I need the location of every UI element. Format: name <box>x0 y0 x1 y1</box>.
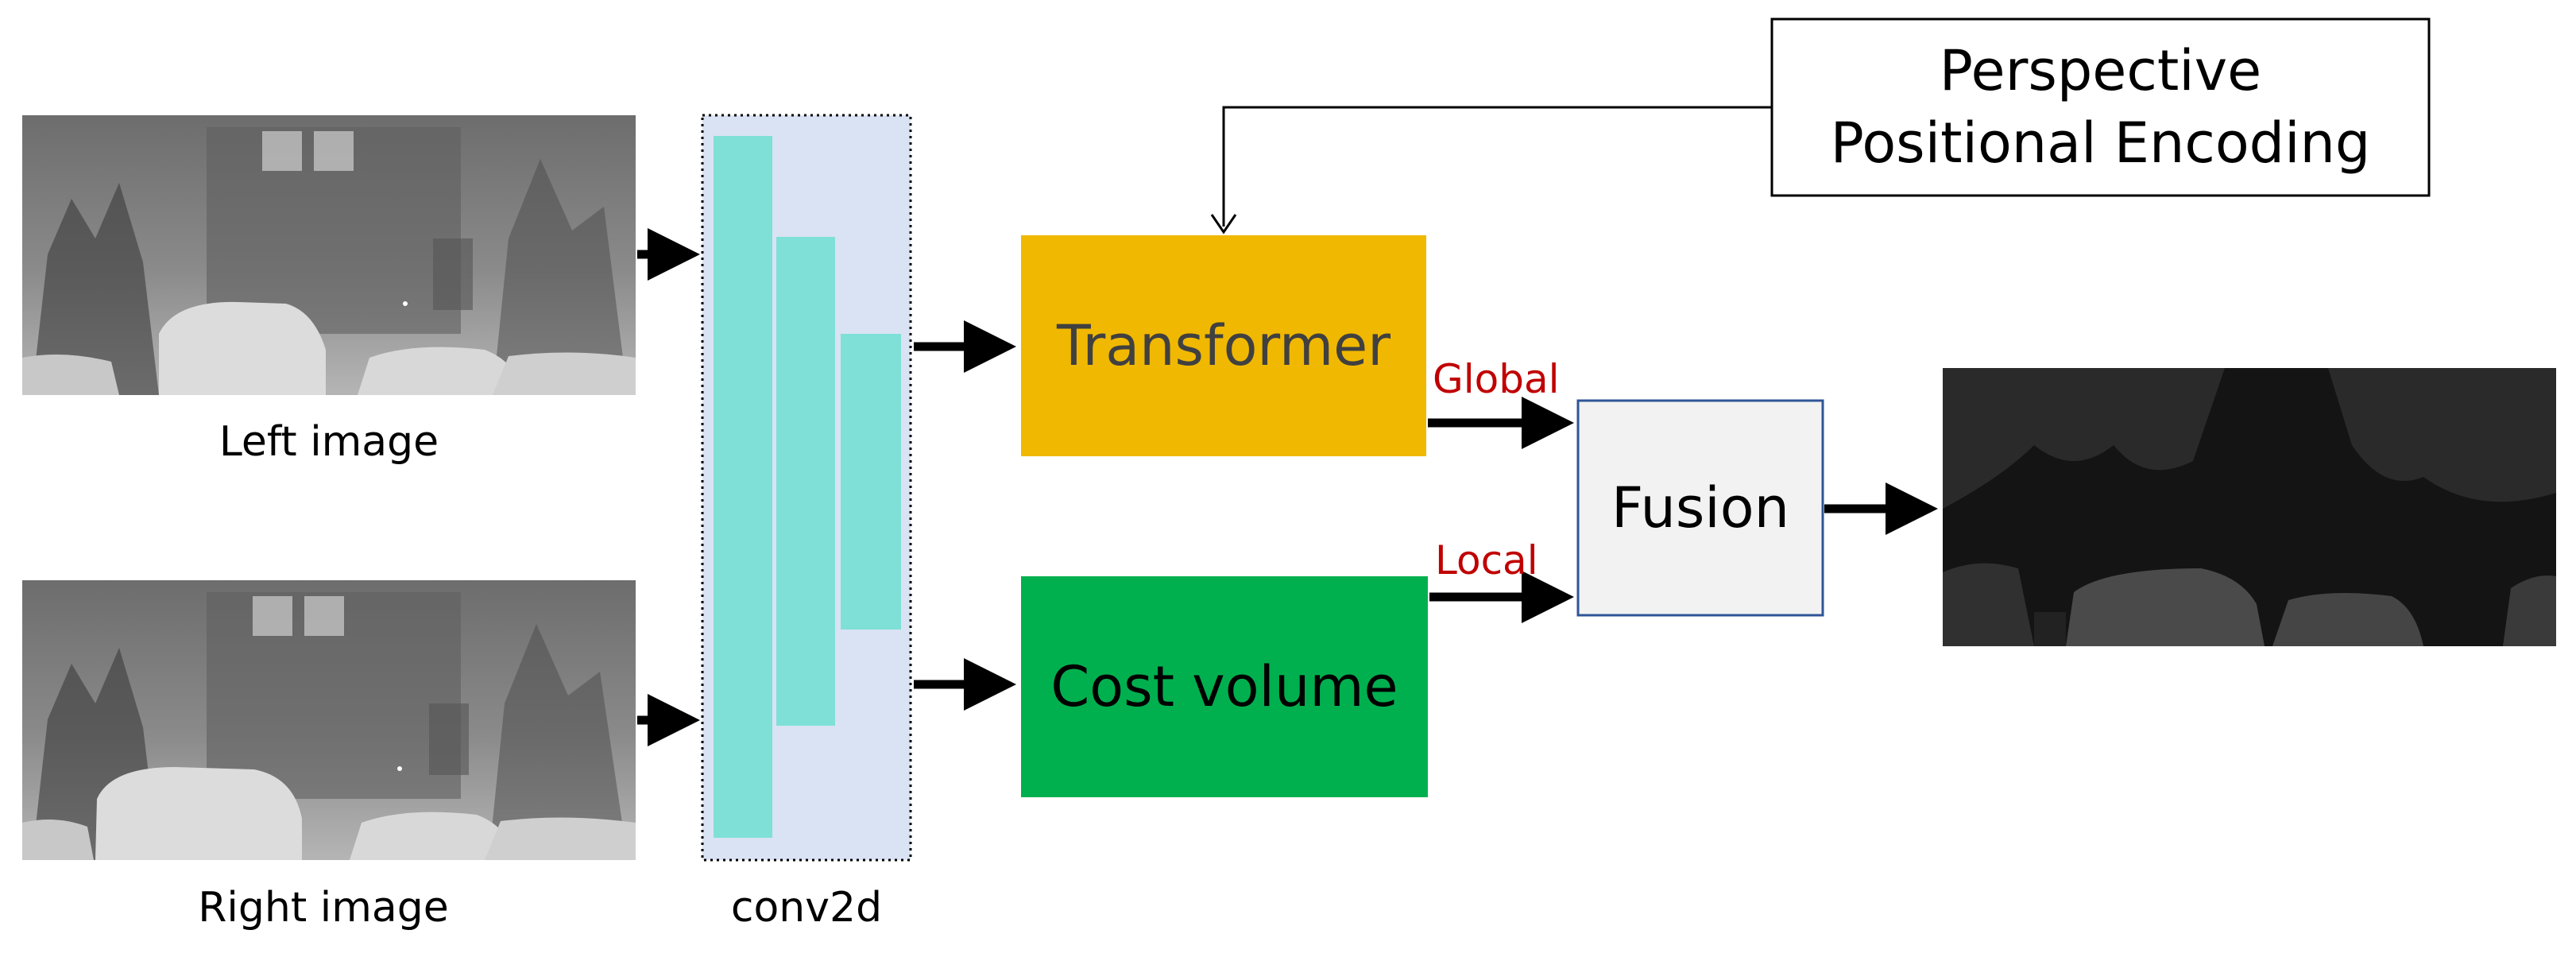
conv2d-label: conv2d <box>730 884 883 932</box>
feature-map-3 <box>841 334 901 630</box>
feature-map-2 <box>776 237 835 726</box>
global-label: Global <box>1433 356 1560 402</box>
ppe-label-line2: Positional Encoding <box>1830 110 2371 176</box>
cost-volume-label: Cost volume <box>1050 654 1398 719</box>
transformer-box <box>1021 235 1426 456</box>
left-image-label: Left image <box>219 418 439 466</box>
transformer-label: Transformer <box>1056 313 1391 378</box>
conv2d-encoder <box>701 114 912 862</box>
right-image-label: Right image <box>198 884 449 932</box>
cost-volume-box <box>1021 576 1428 797</box>
right-image <box>22 580 636 860</box>
fusion-box <box>1576 399 1824 617</box>
feature-map-1 <box>714 136 772 838</box>
disparity-output <box>1943 368 2556 646</box>
local-label: Local <box>1435 537 1538 583</box>
ppe-box <box>1770 17 2431 197</box>
ppe-label-line1: Perspective <box>1939 38 2262 103</box>
fusion-label: Fusion <box>1611 475 1789 541</box>
left-image <box>22 115 636 395</box>
arrow-ppe-to-transformer <box>1222 106 1772 227</box>
arrows <box>637 106 1938 746</box>
ppe-label: Perspective Positional Encoding <box>1772 19 2429 196</box>
